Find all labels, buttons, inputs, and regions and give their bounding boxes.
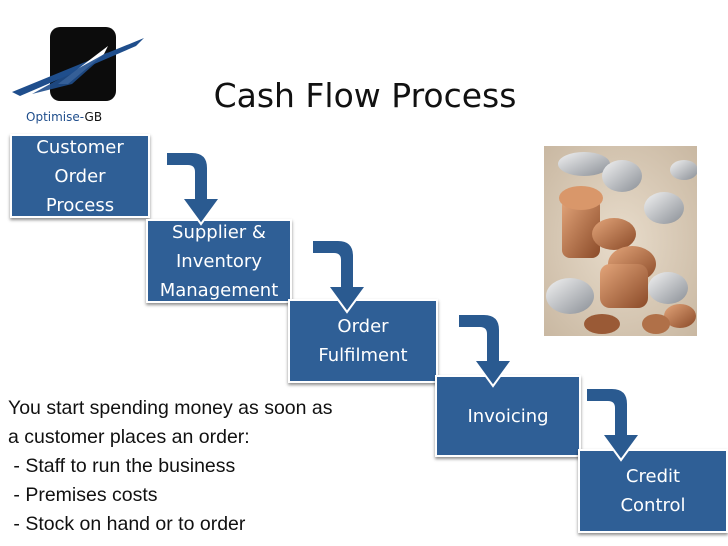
step-supplier-inventory: Supplier & Inventory Management [146, 219, 292, 303]
swoosh-logo-icon [12, 38, 144, 96]
step-customer-order-process: Customer Order Process [10, 134, 150, 218]
bullet-item: - Premises costs [8, 484, 158, 506]
step-label: Invoicing [467, 405, 549, 427]
brand-name: Optimise-GB [26, 110, 102, 124]
explanation-text: You start spending money as soon as a cu… [8, 394, 428, 539]
bullet-item: - Staff to run the business [8, 455, 236, 477]
curved-down-arrow-icon [457, 313, 514, 388]
step-label: Supplier & Inventory Management [159, 221, 279, 301]
step-label: Credit Control [620, 466, 686, 516]
step-order-fulfilment: Order Fulfilment [288, 299, 438, 383]
explanation-line: a customer places an order: [8, 426, 250, 448]
explanation-line: You start spending money as soon as [8, 397, 333, 419]
bullet-item: - Stock on hand or to order [8, 513, 246, 535]
step-label: Customer Order Process [36, 136, 124, 216]
curved-down-arrow-icon [165, 151, 222, 226]
curved-down-arrow-icon [311, 239, 368, 314]
coins-photo [544, 146, 697, 336]
page-title: Cash Flow Process [213, 76, 517, 115]
step-invoicing: Invoicing [435, 375, 581, 457]
brand-name-part1: Optimise- [26, 110, 85, 124]
step-credit-control: Credit Control [578, 449, 728, 533]
brand-name-part2: GB [84, 110, 103, 124]
step-label: Order Fulfilment [318, 316, 408, 366]
curved-down-arrow-icon [585, 387, 642, 462]
